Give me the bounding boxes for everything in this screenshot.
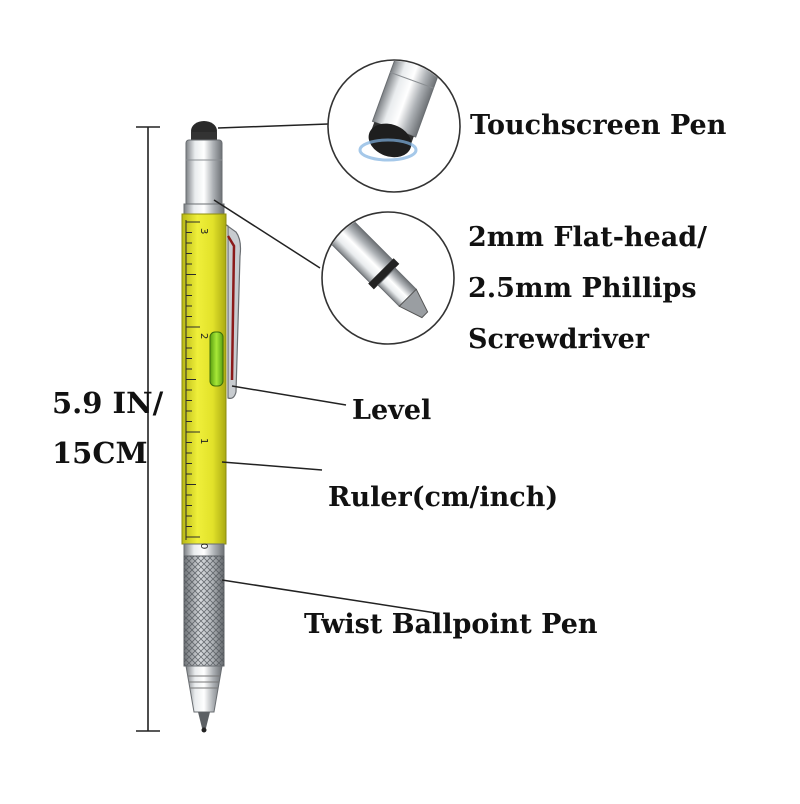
top-cap <box>185 139 223 207</box>
pen-cone <box>185 665 223 713</box>
ruler-ticks <box>186 221 200 538</box>
ruler-numeral: 0 <box>198 543 209 549</box>
level-label: Level <box>352 395 432 426</box>
callout-lines <box>213 123 437 614</box>
stylus-closeup-icon <box>327 59 461 193</box>
multi-tool-pen <box>181 121 242 733</box>
screwdriver-label: 2mm Flat-head/ 2.5mm Phillips Screwdrive… <box>468 222 707 355</box>
ruler-label: Ruler(cm/inch) <box>328 482 559 513</box>
vertical-dimension-icon <box>136 126 160 732</box>
dimension-label: 5.9 IN/ 15CM <box>52 386 164 470</box>
pen-clip <box>221 221 242 399</box>
ruler-numeral: 1 <box>198 438 209 444</box>
twist-ballpoint-label: Twist Ballpoint Pen <box>304 609 598 640</box>
level-vial <box>209 331 224 387</box>
ruler-numeral: 3 <box>198 228 209 234</box>
touchscreen-pen-label: Touchscreen Pen <box>470 110 727 141</box>
ruler-numeral: 2 <box>198 333 209 339</box>
screwdriver-closeup-icon <box>321 211 455 345</box>
